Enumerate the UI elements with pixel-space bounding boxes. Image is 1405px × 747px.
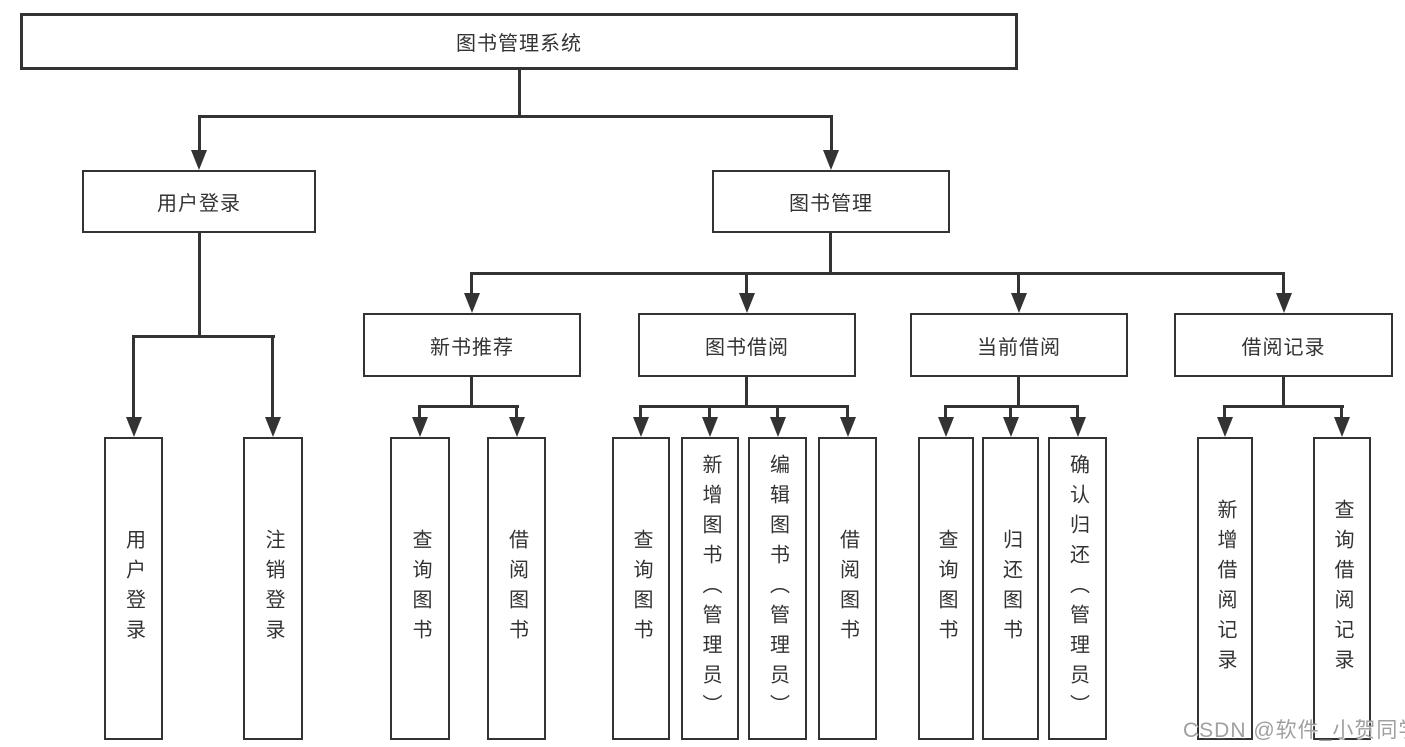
node-label: 图书借阅 [705, 336, 789, 359]
leaf-add-borrow-record: 新增借阅记录 [1197, 437, 1253, 740]
connector-leaf-drop [639, 405, 642, 418]
connector-root-stem [518, 68, 521, 117]
leaf-logout: 注销登录 [243, 437, 303, 740]
node-label: 归还图书 [999, 528, 1022, 649]
node-label: 借阅图书 [836, 528, 859, 649]
connector-user-login-bar [132, 335, 275, 338]
arrow-down-icon [265, 417, 281, 437]
connector-book-mgmt-drop [830, 115, 833, 152]
leaf-return-books: 归还图书 [982, 437, 1039, 740]
connector-leaf-drop [776, 405, 779, 418]
arrow-down-icon [464, 293, 480, 313]
arrow-down-icon [1070, 417, 1086, 437]
connector-user-login-stem [198, 233, 201, 337]
connector-borrow-records-bar [1223, 405, 1344, 408]
connector-new-book-bar [418, 405, 519, 408]
arrow-down-icon [1334, 417, 1350, 437]
leaf-confirm-return-admin: 确认归还（管理员） [1048, 437, 1107, 740]
leaf-query-books-borrow: 查询图书 [612, 437, 670, 740]
node-label: 图书管理系统 [456, 33, 582, 55]
arrow-down-icon [412, 417, 428, 437]
connector-user-login-drop [198, 115, 201, 152]
node-label: 用户登录 [157, 193, 241, 215]
connector-leaf-drop [708, 405, 711, 418]
node-label: 用户登录 [122, 528, 145, 649]
connector-logout-drop [271, 335, 274, 417]
arrow-down-icon [1011, 293, 1027, 313]
node-label: 新书推荐 [430, 336, 514, 359]
leaf-borrow-books: 借阅图书 [818, 437, 877, 740]
arrow-down-icon [1217, 417, 1233, 437]
connector-book-borrow-drop [745, 272, 748, 294]
leaf-query-books-current: 查询图书 [918, 437, 974, 740]
arrow-down-icon [509, 417, 525, 437]
csdn-watermark: CSDN @软件_小贺同学 [1183, 719, 1405, 742]
leaf-edit-books-admin: 编辑图书（管理员） [748, 437, 807, 740]
node-label: 新增图书（管理员） [699, 453, 721, 724]
node-label: 图书管理 [789, 193, 873, 215]
connector-leaf-drop [418, 405, 421, 418]
arrow-down-icon [1276, 293, 1292, 313]
node-label: 借阅记录 [1241, 336, 1326, 359]
connector-book-mgmt-stem [829, 233, 832, 275]
arrow-down-icon [823, 150, 839, 170]
connector-leaf-drop [1223, 405, 1226, 418]
node-label: 查询图书 [630, 528, 652, 649]
arrow-down-icon [938, 417, 954, 437]
leaf-query-books-newbook: 查询图书 [390, 437, 450, 740]
connector-borrow-records-stem [1282, 377, 1285, 408]
node-label: 新增借阅记录 [1214, 498, 1236, 679]
node-book-borrowing: 图书借阅 [638, 313, 856, 377]
node-user-login: 用户登录 [82, 170, 316, 233]
connector-leaf-drop [1340, 405, 1343, 418]
connector-leaf-drop [1009, 405, 1012, 418]
connector-level3-bar [470, 272, 1285, 275]
connector-current-borrow-drop [1017, 272, 1020, 294]
connector-login-drop [132, 335, 135, 417]
leaf-query-borrow-record: 查询借阅记录 [1313, 437, 1371, 740]
node-root-system: 图书管理系统 [20, 13, 1018, 70]
node-label: 借阅图书 [505, 528, 528, 649]
node-label: 查询图书 [935, 528, 957, 649]
node-label: 查询图书 [409, 528, 431, 649]
node-label: 当前借阅 [977, 336, 1061, 359]
connector-level2-bar [198, 115, 832, 118]
node-label: 注销登录 [262, 528, 284, 649]
arrow-down-icon [191, 150, 207, 170]
node-label: 确认归还（管理员） [1066, 453, 1089, 724]
connector-new-book-drop [470, 272, 473, 294]
connector-leaf-drop [515, 405, 518, 418]
node-new-book-recommend: 新书推荐 [363, 313, 581, 377]
connector-book-borrow-bar [639, 405, 849, 408]
arrow-down-icon [1003, 417, 1019, 437]
arrow-down-icon [840, 417, 856, 437]
arrow-down-icon [739, 293, 755, 313]
arrow-down-icon [126, 417, 142, 437]
connector-leaf-drop [944, 405, 947, 418]
connector-borrow-records-drop [1282, 272, 1285, 294]
node-borrow-records: 借阅记录 [1174, 313, 1393, 377]
arrow-down-icon [770, 417, 786, 437]
leaf-user-login: 用户登录 [104, 437, 163, 740]
connector-new-book-stem [470, 377, 473, 408]
node-label: 编辑图书（管理员） [766, 453, 789, 724]
connector-current-borrow-stem [1017, 377, 1020, 408]
arrow-down-icon [633, 417, 649, 437]
node-current-borrowing: 当前借阅 [910, 313, 1128, 377]
leaf-borrow-books-newbook: 借阅图书 [487, 437, 546, 740]
connector-book-borrow-stem [745, 377, 748, 408]
arrow-down-icon [702, 417, 718, 437]
connector-leaf-drop [1076, 405, 1079, 418]
node-book-management: 图书管理 [712, 170, 950, 233]
node-label: 查询借阅记录 [1331, 498, 1353, 679]
connector-leaf-drop [846, 405, 849, 418]
leaf-add-books-admin: 新增图书（管理员） [681, 437, 739, 740]
